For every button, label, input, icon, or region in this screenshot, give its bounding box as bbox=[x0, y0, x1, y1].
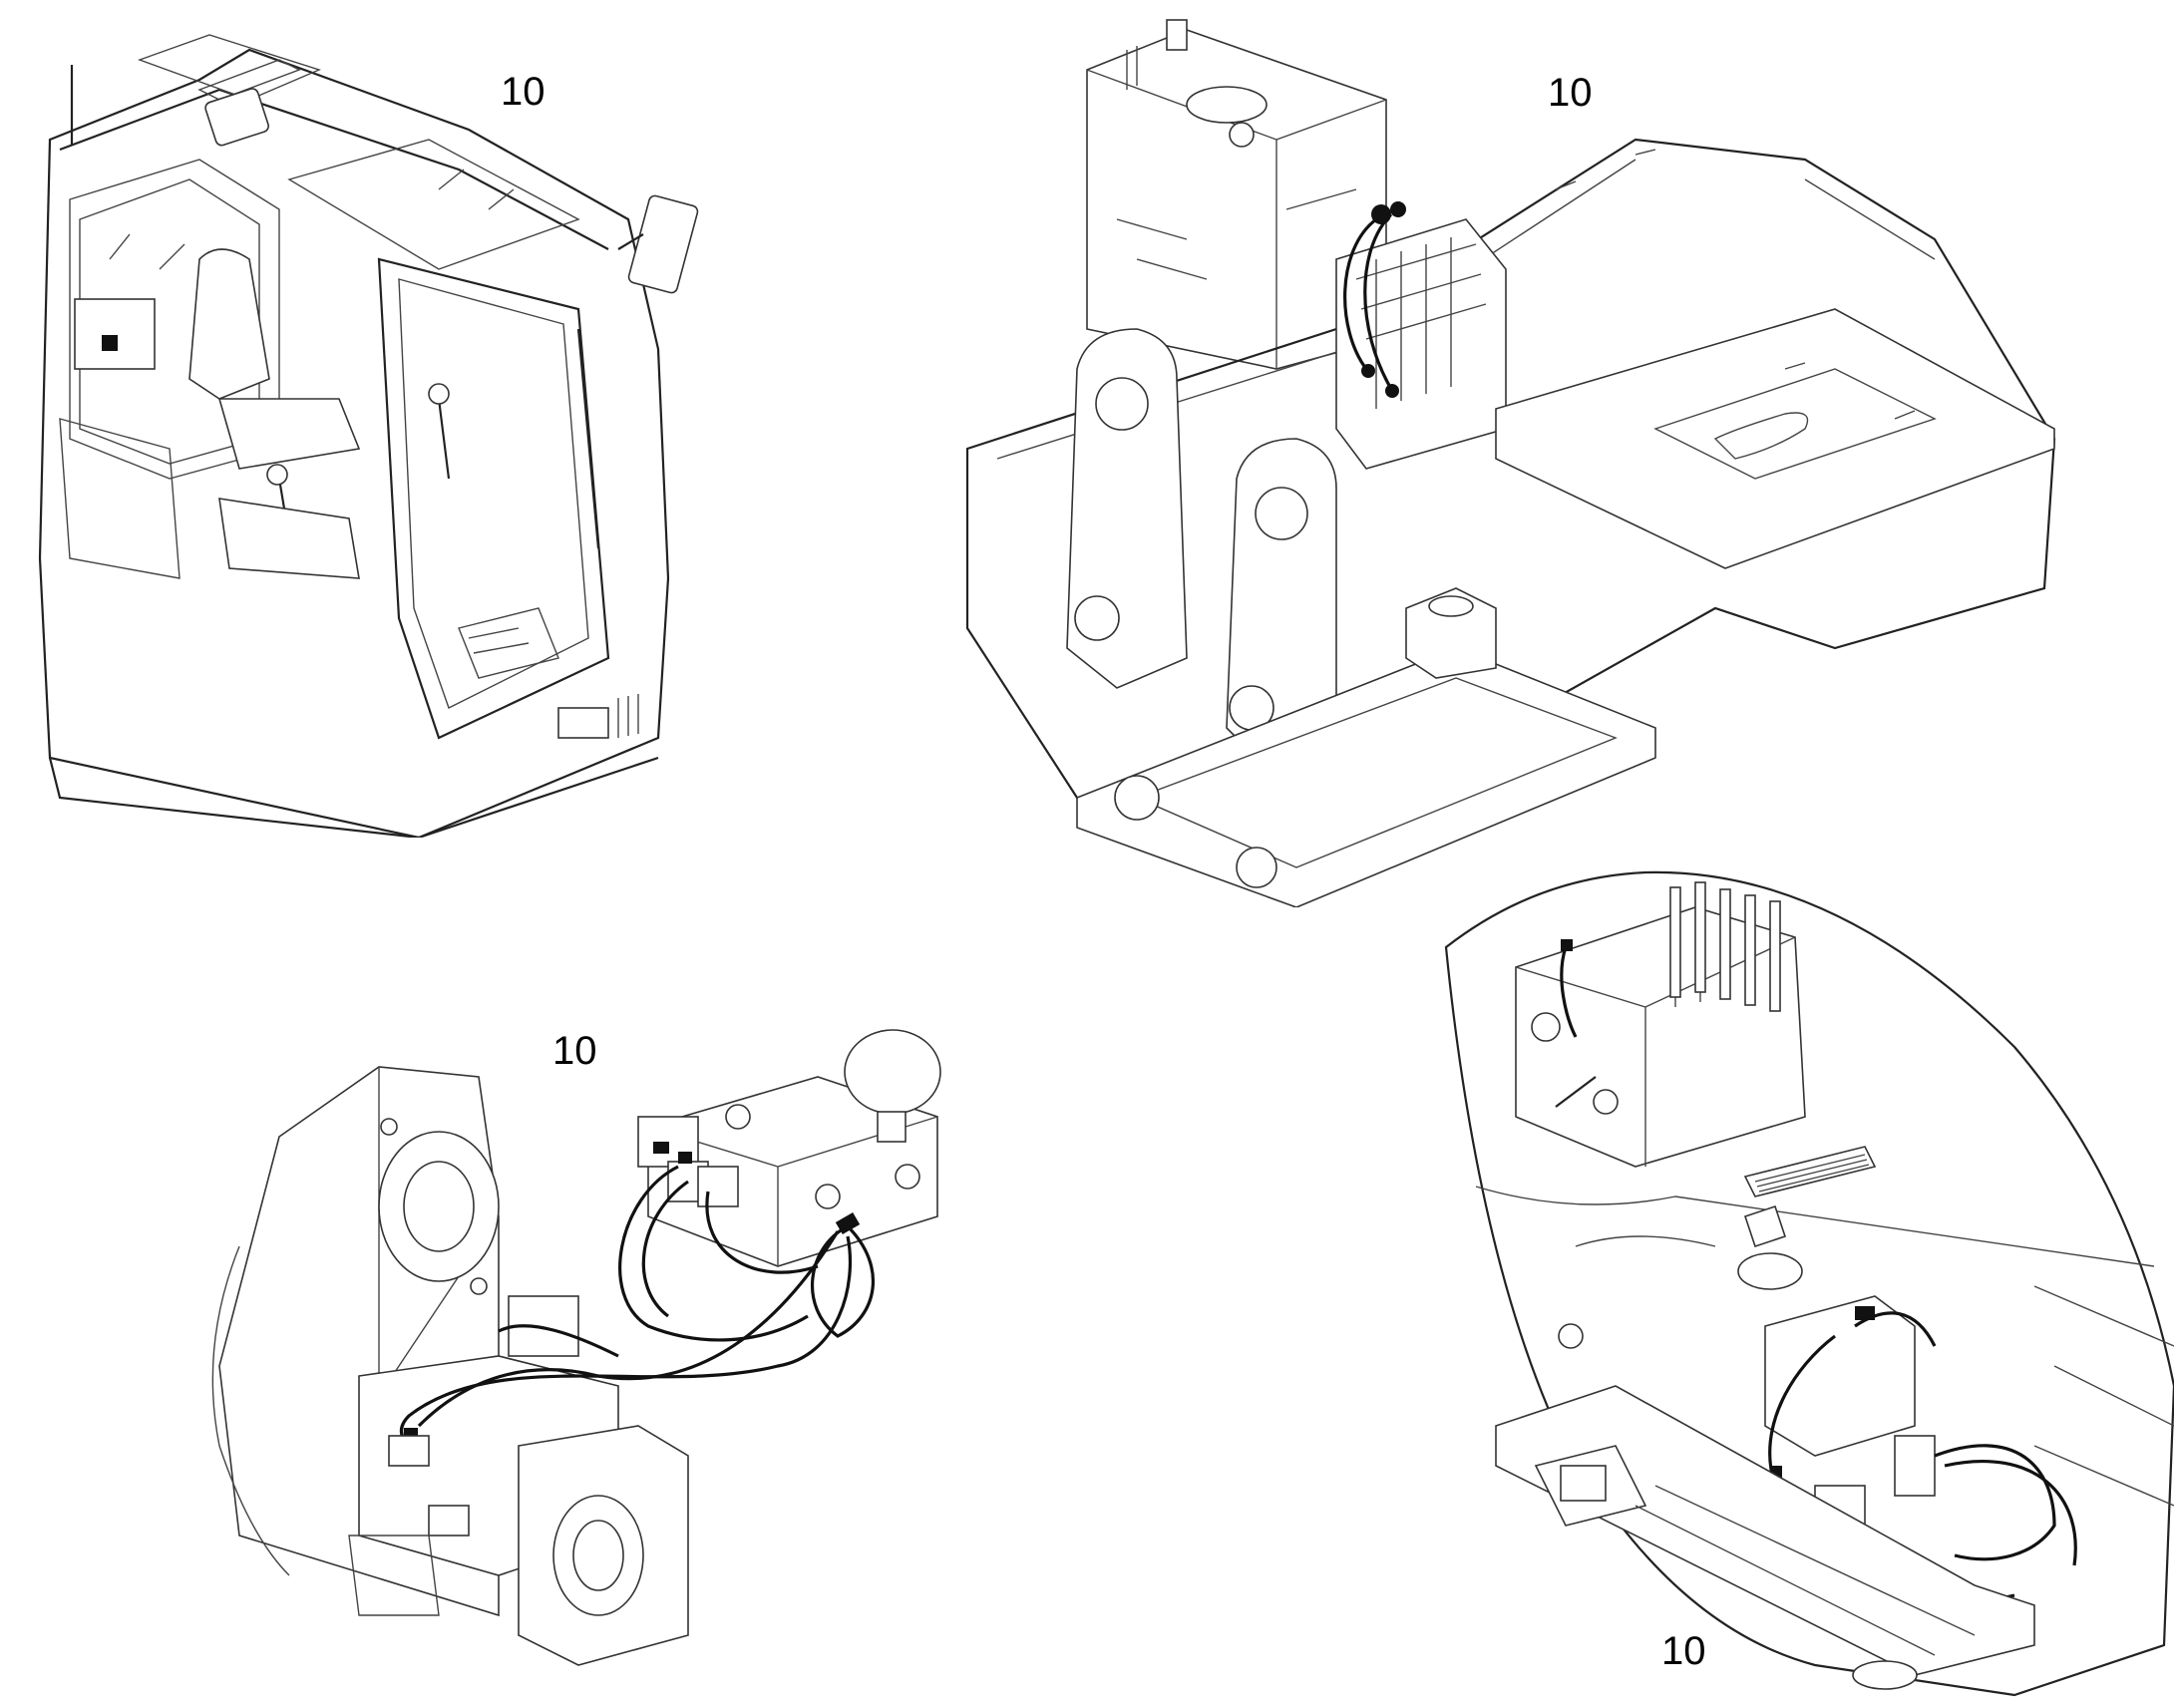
frame-callout-number: 10 bbox=[1548, 71, 1593, 115]
frame-view: 10 bbox=[937, 10, 2074, 907]
valve-area-callout-number: 10 bbox=[1661, 1629, 1706, 1673]
cab-illustration bbox=[38, 34, 699, 838]
valve-area-illustration bbox=[1444, 870, 2174, 1697]
cab-callout-number: 10 bbox=[501, 70, 545, 114]
pump-view: 10 bbox=[199, 1017, 977, 1675]
pump-callout-number: 10 bbox=[552, 1029, 597, 1073]
pump-illustration bbox=[211, 1029, 941, 1666]
frame-illustration bbox=[965, 19, 2056, 907]
cab-view: 10 bbox=[20, 20, 718, 838]
valve-area-view: 10 bbox=[1416, 867, 2174, 1705]
